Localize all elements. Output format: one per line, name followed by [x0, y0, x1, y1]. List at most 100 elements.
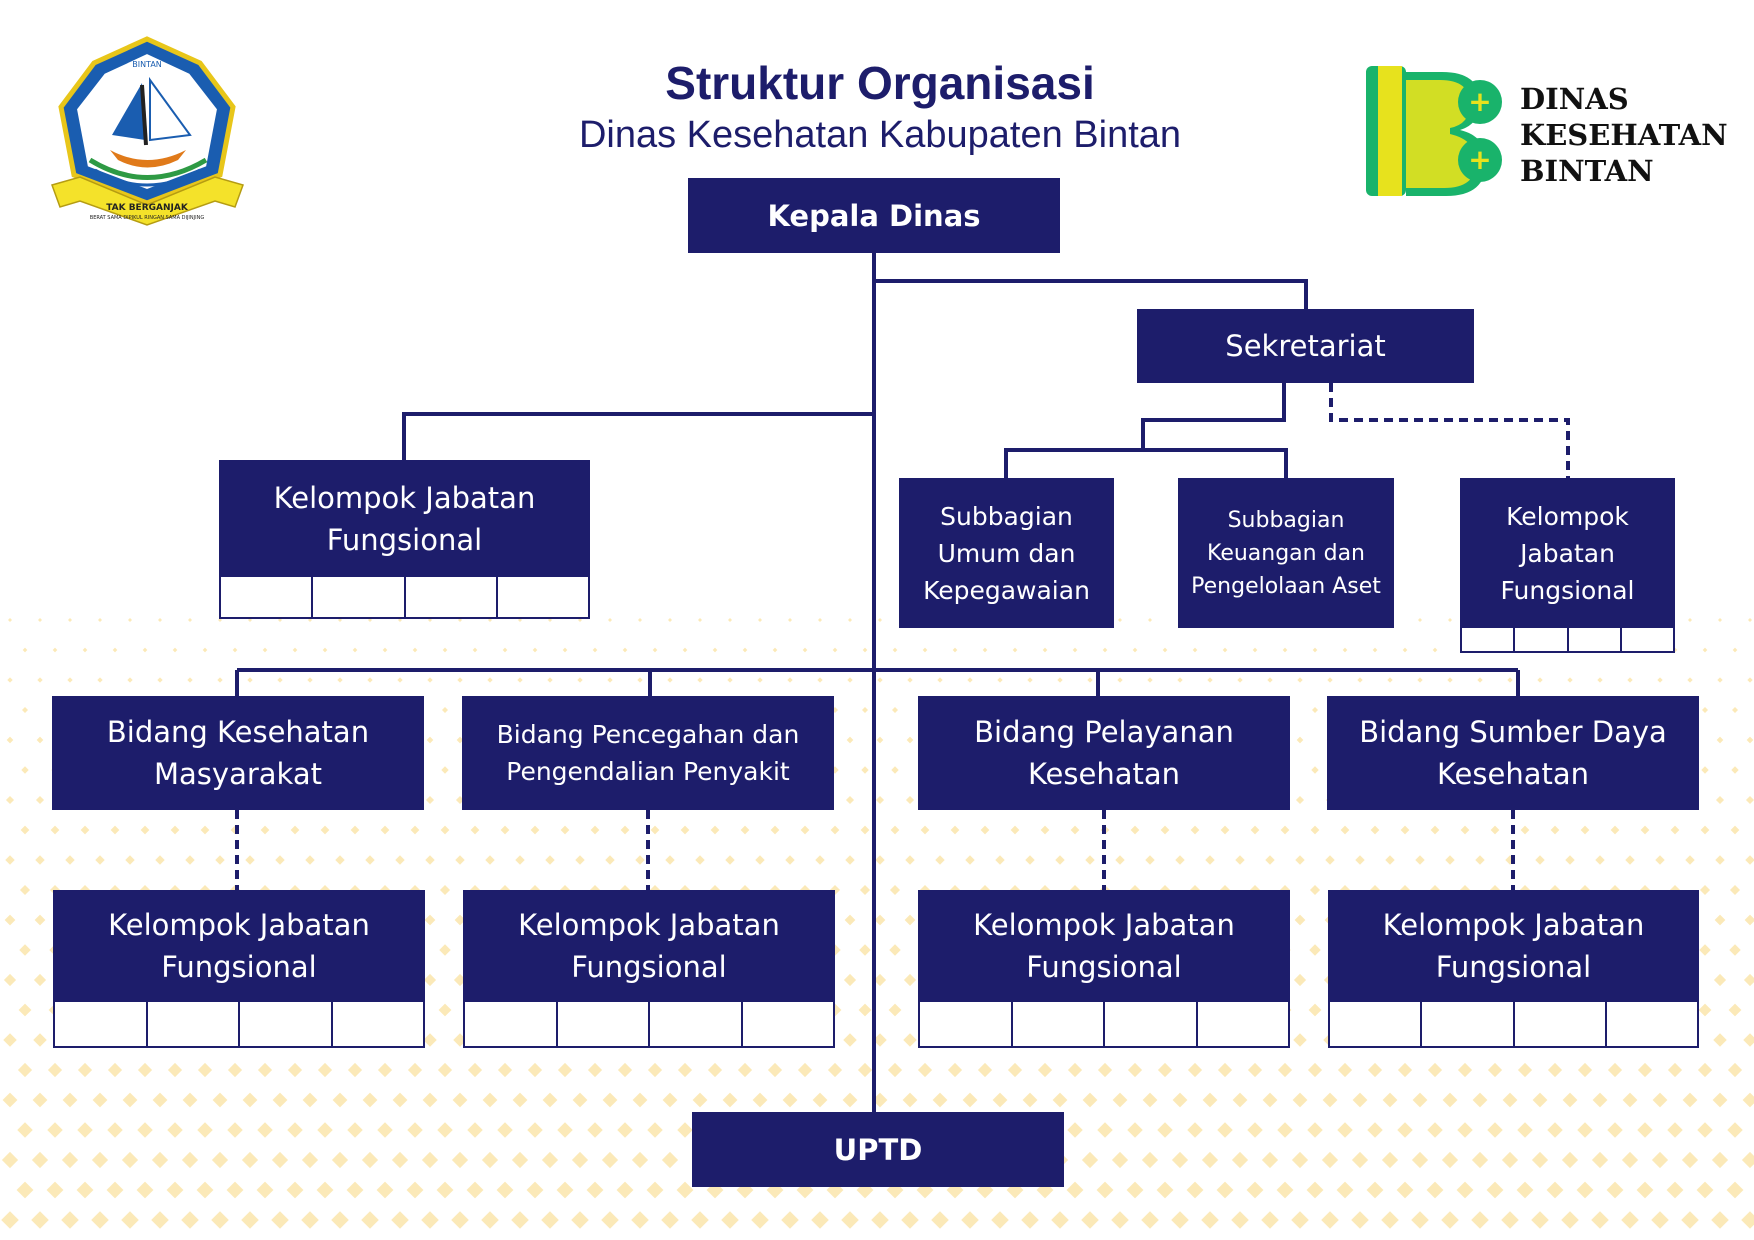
background-dot	[980, 825, 990, 835]
field-public-health-functional-group-box: Kelompok Jabatan Fungsional	[53, 890, 425, 1002]
background-dot	[737, 1062, 753, 1078]
background-dot	[1727, 1122, 1743, 1138]
background-dot	[1591, 1151, 1609, 1169]
background-dot	[1296, 736, 1304, 744]
background-dot	[227, 1122, 243, 1138]
background-dot	[202, 647, 208, 653]
background-dot	[332, 1092, 348, 1108]
background-dot	[632, 1092, 648, 1108]
background-dot	[439, 884, 451, 896]
background-dot	[456, 736, 464, 744]
background-dot	[707, 1062, 723, 1078]
background-dot	[542, 1092, 558, 1108]
background-dot	[1132, 647, 1138, 653]
background-dot	[248, 618, 252, 622]
background-dot	[1448, 618, 1452, 622]
background-dot	[439, 944, 451, 956]
background-dot	[50, 825, 60, 835]
background-dot	[676, 1181, 694, 1199]
background-dot	[1051, 1211, 1069, 1229]
background-dot	[665, 855, 675, 865]
background-dot	[440, 825, 450, 835]
background-dot	[575, 855, 585, 865]
background-dot	[77, 1122, 93, 1138]
background-dot	[1082, 1092, 1098, 1108]
field-health-services-functional-group-slots	[918, 1002, 1290, 1048]
background-dot	[976, 1181, 994, 1199]
background-dot	[151, 1211, 169, 1229]
background-dot	[152, 1092, 168, 1108]
background-dot	[62, 1092, 78, 1108]
field-disease-control-functional-group-slots	[463, 1002, 835, 1048]
background-dot	[946, 1181, 964, 1199]
background-dot	[21, 706, 29, 714]
background-dot	[76, 1181, 94, 1199]
background-dot	[20, 825, 30, 835]
background-dot	[247, 677, 253, 683]
background-dot	[91, 1211, 109, 1229]
background-dot	[697, 677, 703, 683]
background-dot	[91, 1151, 109, 1169]
background-dot	[488, 618, 492, 622]
background-dot	[861, 706, 869, 714]
secretariat-label: Sekretariat	[1225, 329, 1386, 363]
field-health-services-functional-group-box: Kelompok Jabatan Fungsional	[918, 890, 1290, 1002]
background-dot	[451, 1211, 469, 1229]
background-dot	[695, 855, 705, 865]
background-dot	[1232, 1092, 1248, 1108]
field-public-health-label: Bidang Kesehatan Masyarakat	[106, 715, 370, 791]
background-dot	[1441, 1151, 1459, 1169]
background-dot	[652, 647, 658, 653]
background-dot	[931, 1211, 949, 1229]
background-dot	[1148, 618, 1152, 622]
background-dot	[841, 1211, 859, 1229]
background-dot	[1282, 647, 1288, 653]
background-dot	[1607, 1122, 1623, 1138]
background-dot	[1731, 706, 1739, 714]
background-dot	[661, 1211, 679, 1229]
background-dot	[878, 618, 882, 622]
background-dot	[770, 825, 780, 835]
background-dot	[157, 677, 163, 683]
background-dot	[466, 1181, 484, 1199]
background-dot	[937, 677, 943, 683]
background-dot	[1713, 973, 1727, 987]
background-dot	[1417, 677, 1423, 683]
subsection-finance-box: Subbagian Keuangan dan Pengelolaan Aset	[1178, 478, 1394, 628]
secretariat-functional-group-box: Kelompok Jabatan Fungsional	[1460, 478, 1675, 628]
background-dot	[961, 1211, 979, 1229]
background-dot	[1670, 825, 1680, 835]
background-dot	[518, 618, 522, 622]
background-dot	[1732, 647, 1738, 653]
background-dot	[441, 706, 449, 714]
background-dot	[872, 1092, 888, 1108]
background-dot	[1171, 1151, 1189, 1169]
background-dot	[3, 1033, 17, 1047]
background-dot	[1505, 855, 1515, 865]
background-dot	[1580, 825, 1590, 835]
background-dot	[257, 1122, 273, 1138]
background-dot	[905, 855, 915, 865]
background-dot	[557, 1062, 573, 1078]
background-dot	[428, 618, 432, 622]
background-dot	[1418, 618, 1422, 622]
background-dot	[232, 647, 238, 653]
background-dot	[661, 1151, 679, 1169]
background-dot	[1321, 1211, 1339, 1229]
background-dot	[1160, 825, 1170, 835]
background-dot	[728, 618, 732, 622]
background-dot	[887, 1062, 903, 1078]
background-dot	[1172, 1092, 1188, 1108]
background-dot	[167, 1122, 183, 1138]
background-dot	[21, 766, 29, 774]
background-dot	[1655, 855, 1665, 865]
background-dot	[1262, 1092, 1278, 1108]
background-dot	[1021, 1211, 1039, 1229]
background-dot	[365, 855, 375, 865]
background-dot	[862, 647, 868, 653]
background-dot	[398, 618, 402, 622]
background-dot	[1531, 1151, 1549, 1169]
background-dot	[877, 677, 883, 683]
background-dot	[1157, 1122, 1173, 1138]
background-dot	[875, 855, 885, 865]
